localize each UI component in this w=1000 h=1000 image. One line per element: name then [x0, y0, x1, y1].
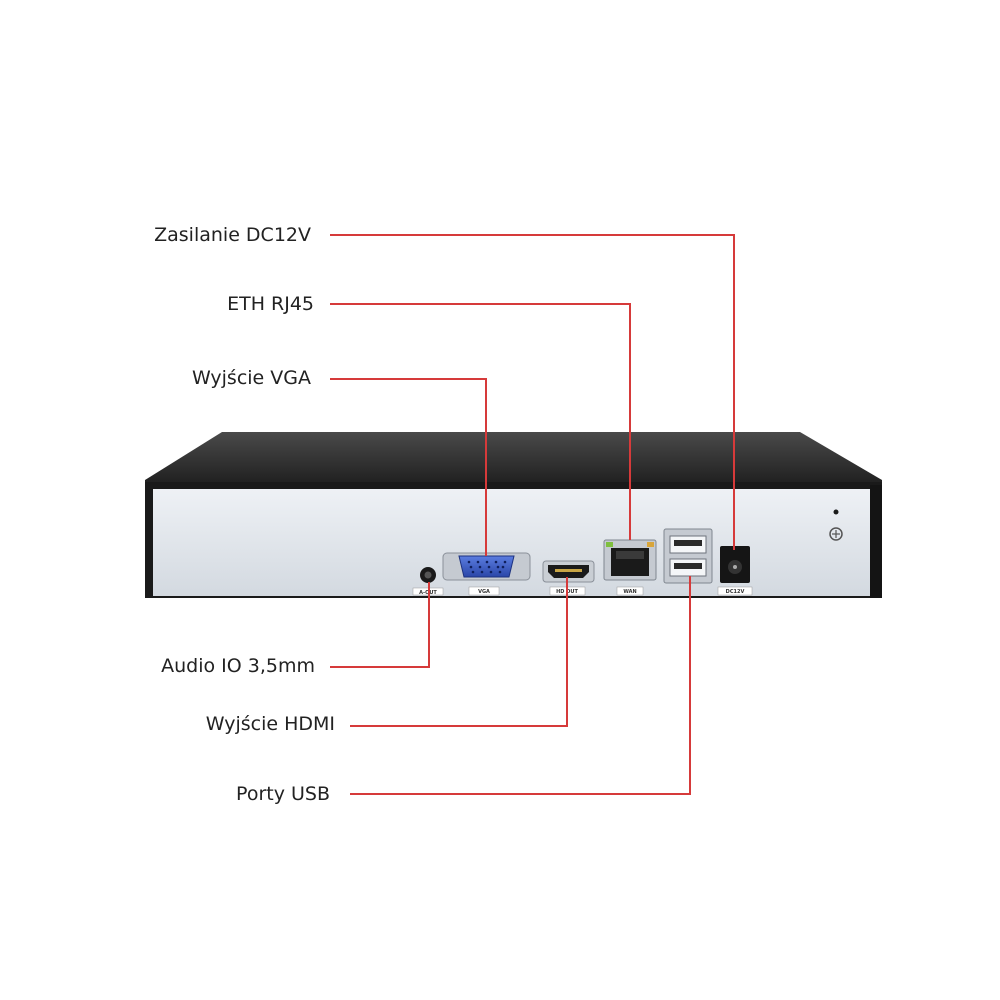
chassis-top	[145, 432, 882, 485]
ground-screw-icon	[829, 509, 843, 541]
vga-port-label: VGA	[478, 589, 490, 595]
usb-ports	[663, 528, 713, 584]
chassis-right-edge	[870, 485, 882, 598]
leader-line-audio	[330, 582, 430, 668]
leader-line-usb	[350, 576, 691, 795]
dc-port-label: DC12V	[726, 589, 745, 595]
leader-lines	[330, 234, 735, 795]
leader-line-vga	[330, 378, 487, 556]
vga-connector: VGA	[442, 552, 531, 596]
leader-line-power	[330, 234, 735, 550]
nvr-device: A-OUT VGA HD OUT	[145, 432, 882, 598]
callout-hdmi: Wyjście HDMI	[205, 713, 335, 735]
callout-audio: Audio IO 3,5mm	[161, 655, 315, 677]
leader-line-hdmi	[350, 577, 568, 727]
wan-port-label: WAN	[623, 589, 636, 595]
leader-line-eth	[330, 303, 631, 540]
callout-vga: Wyjście VGA	[191, 367, 311, 389]
callout-power: Zasilanie DC12V	[154, 224, 311, 246]
callout-usb: Porty USB	[236, 783, 330, 805]
dc-power-jack: DC12V	[717, 546, 753, 596]
ethernet-port: WAN	[603, 539, 657, 596]
callout-eth: ETH RJ45	[227, 293, 314, 315]
